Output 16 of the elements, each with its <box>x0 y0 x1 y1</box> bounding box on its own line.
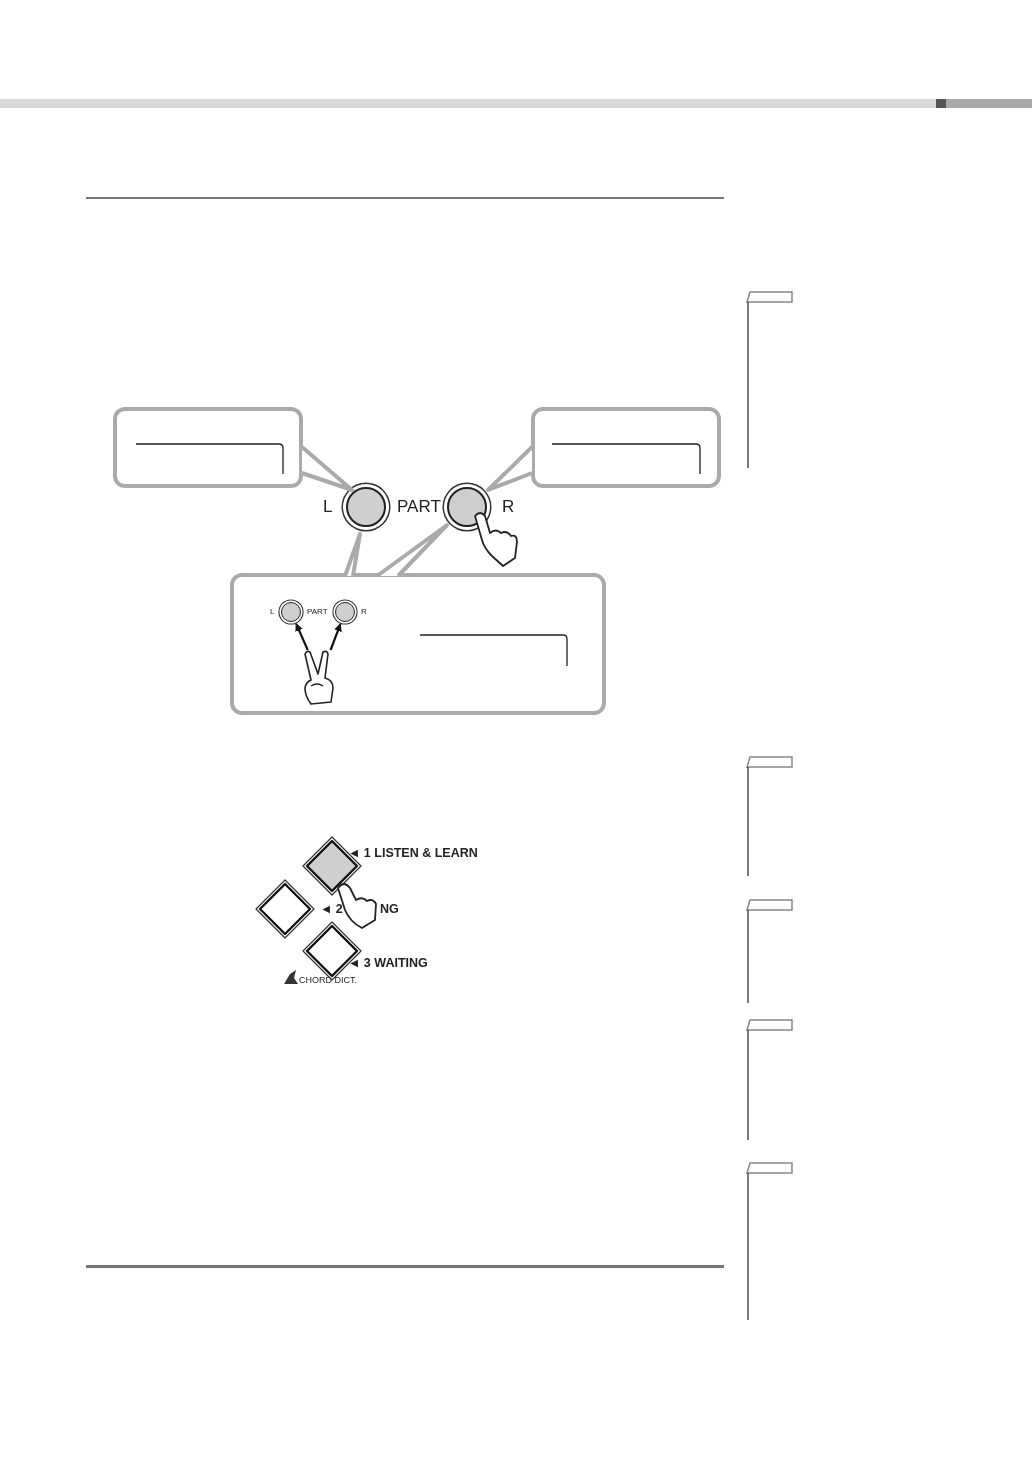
arrow <box>295 623 309 651</box>
button-label: R <box>502 498 515 515</box>
mode-label: ◄ 1 LISTEN & LEARN <box>348 847 478 860</box>
button-label: PART <box>397 498 441 515</box>
callout-balloon <box>230 573 606 715</box>
round-button <box>281 602 301 622</box>
mode-label: NG <box>380 903 399 916</box>
button-label: R <box>361 608 367 616</box>
button-label: L <box>323 498 333 515</box>
arrow <box>329 623 342 651</box>
mode-label: ◄ 2 <box>320 903 343 916</box>
mode-label: ◄ 3 WAITING <box>348 957 428 970</box>
button-label: PART <box>307 608 328 616</box>
function-label: CHORD DICT. <box>299 976 357 985</box>
button-label: L <box>270 608 275 616</box>
round-button <box>335 602 355 622</box>
